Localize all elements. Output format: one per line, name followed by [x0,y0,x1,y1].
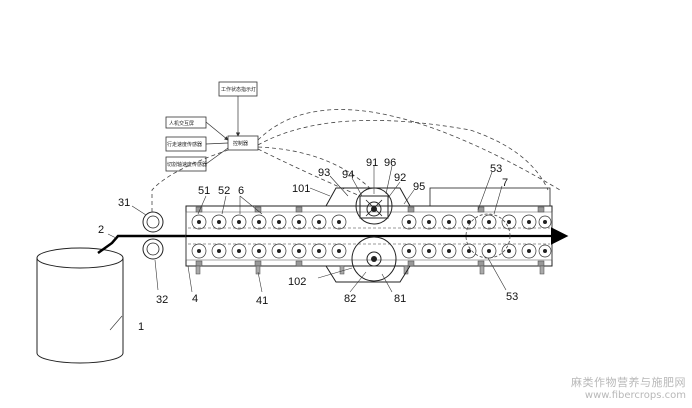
label-31: 31 [118,197,130,209]
callout-labels: 1 2 31 32 4 41 51 52 6 101 102 93 94 91 … [98,157,518,333]
label-92: 92 [394,172,406,184]
label-82: 82 [344,293,356,305]
lower-roller [351,236,397,282]
label-101: 101 [292,183,310,195]
label-4: 4 [192,293,198,305]
hmi-box: 人机交互屏 [169,120,194,127]
watermark-url[interactable]: www.fibercrops.com [584,390,686,401]
machine-frame [185,205,569,275]
label-52: 52 [218,185,230,197]
label-93: 93 [318,167,330,179]
indicator-light-box: 工作状态指示灯 [221,86,256,93]
upper-cover [325,187,411,207]
signal-lines [151,109,561,212]
label-7: 7 [502,177,508,189]
label-2: 2 [98,224,104,236]
label-53-bottom: 53 [506,291,518,303]
travel-speed-sensor-box: 行走速度传感器 [167,141,202,148]
label-81: 81 [394,293,406,305]
label-1: 1 [138,321,144,333]
label-51: 51 [198,185,210,197]
lower-cover [325,265,411,283]
leader-lines [107,165,507,331]
bale-barrel [36,247,124,364]
label-91: 91 [366,157,378,169]
box-texts: 工作状态指示灯 人机交互屏 行走速度传感器 切割轴速度传感器 控制器 [167,86,256,168]
cutting-unit [355,187,393,225]
label-96: 96 [384,157,396,169]
upper-cover-right [429,187,551,207]
control-connections [205,96,241,165]
watermark-title: 麻类作物营养与施肥网 [571,376,686,389]
label-6: 6 [238,185,244,197]
inspection-zone [465,213,511,259]
cutting-speed-sensor-box: 切割轴速度传感器 [167,161,207,168]
label-102: 102 [288,276,306,288]
label-95: 95 [413,181,425,193]
controller-box: 控制器 [233,140,248,147]
fiber-strand [97,234,186,255]
label-53-top: 53 [490,163,502,175]
label-41: 41 [256,295,268,307]
label-32: 32 [156,294,168,306]
control-boxes [165,81,259,172]
label-94: 94 [342,169,354,181]
feed-rollers [142,211,164,260]
